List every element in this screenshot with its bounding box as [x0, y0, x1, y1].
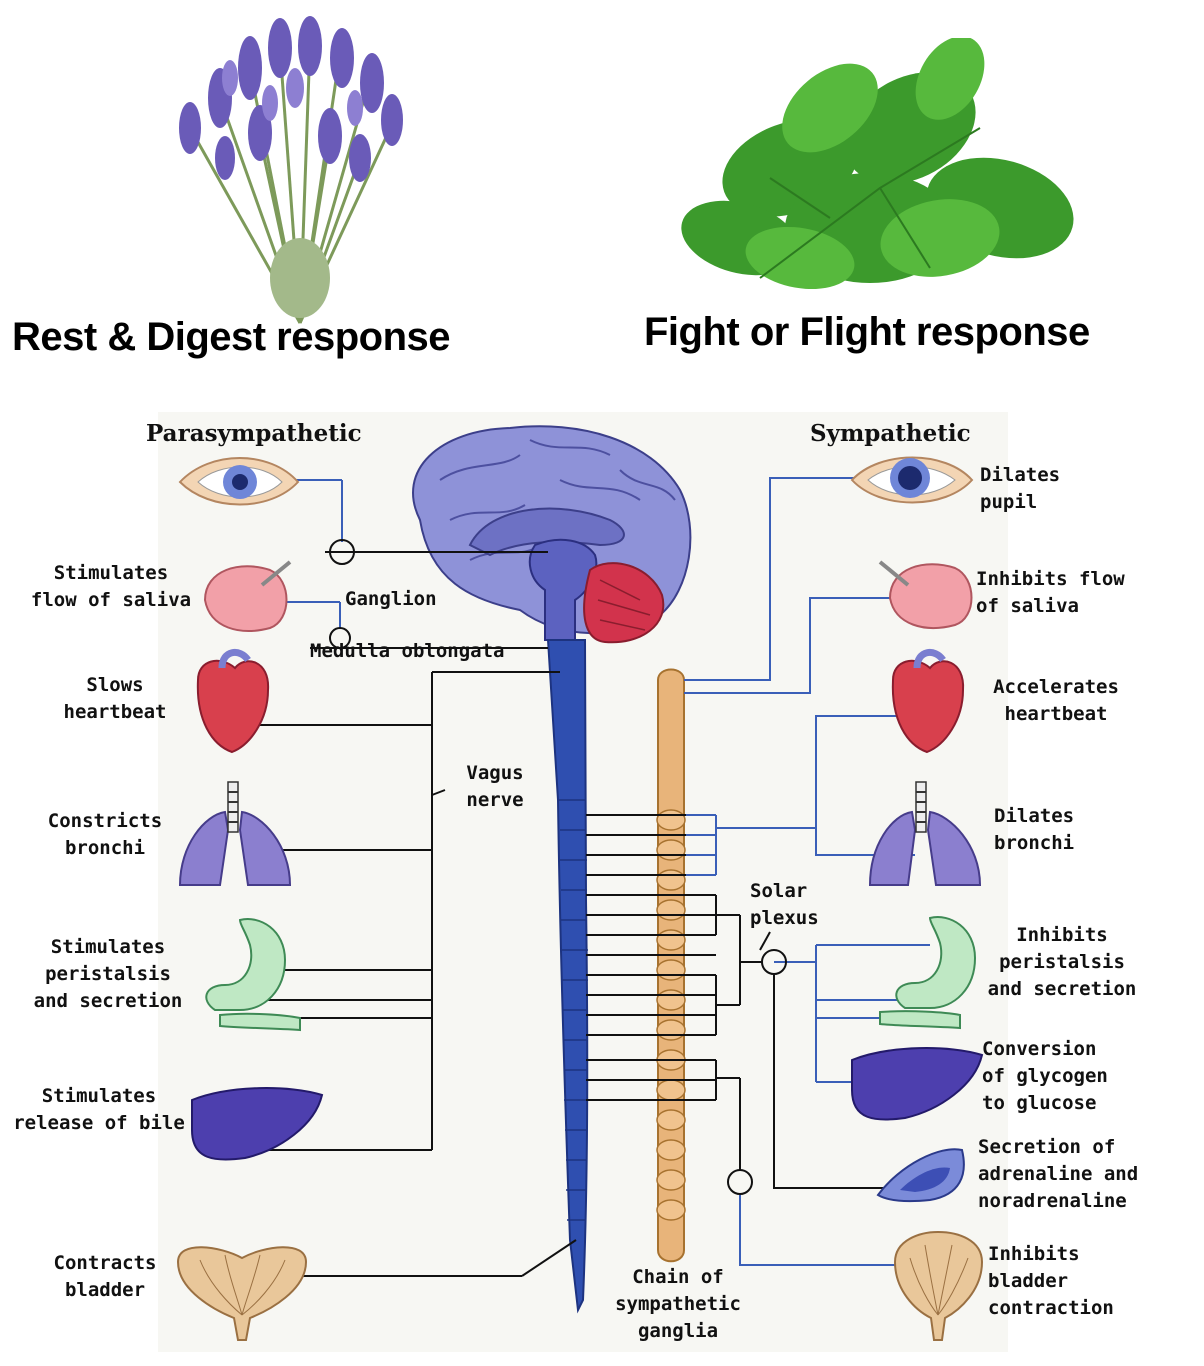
mint-icon — [681, 38, 1074, 290]
sympathetic-chain-icon — [656, 668, 686, 1263]
ganglion-label: Ganglion — [345, 588, 437, 610]
fight-flight-caption: Fight or Flight response — [644, 310, 1090, 354]
left-heart-icon — [196, 649, 270, 754]
symp-bladder-label: Inhibits bladder contraction — [988, 1243, 1114, 1319]
spinal-cord-icon — [546, 639, 589, 1314]
solar-plexus-label: Solar plexus — [750, 880, 819, 929]
para-heart-label: Slows heartbeat — [63, 674, 167, 723]
brain-icon — [412, 425, 692, 644]
symp-saliva-label: Inhibits flow of saliva — [976, 568, 1125, 617]
symp-heart-label: Accelerates heartbeat — [993, 676, 1119, 725]
right-liver-icon — [851, 1047, 984, 1121]
symp-adrenal-label: Secretion of adrenaline and noradrenalin… — [978, 1136, 1139, 1212]
medulla-label: Medulla oblongata — [310, 640, 505, 662]
para-lungs-label: Constricts bronchi — [47, 810, 163, 859]
symp-pupil-label: Dilates pupil — [980, 464, 1061, 513]
right-stomach-icon — [879, 916, 977, 1030]
left-bladder-icon — [176, 1246, 308, 1341]
left-liver-icon — [191, 1087, 324, 1161]
symp-liver-label: Conversion of glycogen to glucose — [982, 1038, 1108, 1114]
para-liver-label: Stimulates release of bile — [13, 1085, 185, 1134]
symp-stomach-label: Inhibits peristalsis and secretion — [987, 924, 1137, 1000]
rest-digest-caption: Rest & Digest response — [12, 315, 451, 359]
left-eye-icon — [178, 457, 300, 506]
para-bladder-label: Contracts bladder — [53, 1252, 157, 1301]
right-lungs-icon — [868, 781, 982, 886]
parasympathetic-header: Parasympathetic — [146, 420, 362, 447]
sympathetic-header: Sympathetic — [810, 420, 971, 447]
para-stomach-label: Stimulates peristalsis and secretion — [33, 936, 183, 1012]
left-lungs-icon — [178, 781, 292, 886]
lavender-image — [160, 8, 410, 328]
para-saliva-label: Stimulates flow of saliva — [30, 562, 192, 611]
right-heart-icon — [891, 649, 965, 754]
lavender-icon — [179, 16, 403, 324]
left-stomach-icon — [205, 918, 301, 1032]
chain-ganglia-label: Chain of sympathetic ganglia — [615, 1266, 741, 1342]
vagus-nerve-label: Vagus nerve — [466, 762, 524, 811]
right-adrenal-gland-icon — [876, 1148, 965, 1203]
mint-image — [680, 38, 1080, 318]
right-salivary-gland-icon — [878, 560, 973, 629]
left-salivary-gland-icon — [203, 560, 292, 632]
right-bladder-icon — [893, 1230, 984, 1341]
right-eye-icon — [850, 456, 974, 504]
symp-bronchi-label: Dilates bronchi — [994, 805, 1075, 854]
